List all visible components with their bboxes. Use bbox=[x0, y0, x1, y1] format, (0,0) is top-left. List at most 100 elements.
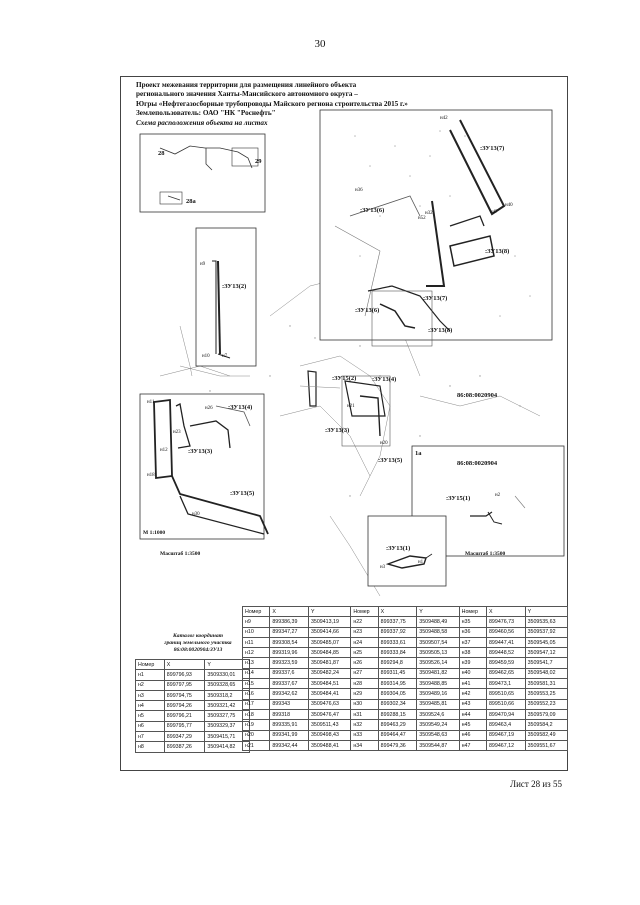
table-cell: н42 bbox=[458, 688, 487, 700]
detail-inset-bottom-left bbox=[139, 393, 265, 540]
column-header: Номер bbox=[135, 658, 165, 671]
table-cell: н29 bbox=[350, 688, 379, 700]
table-cell: 899337,67 bbox=[269, 678, 309, 690]
table-cell: н38 bbox=[458, 647, 487, 659]
table-cell: н12 bbox=[241, 647, 271, 659]
table-cell: 3509488,49 bbox=[416, 616, 460, 628]
parcel-label-zu13-5: :ЗУ13(5) bbox=[378, 457, 403, 464]
table-cell: 3509511,43 bbox=[307, 719, 352, 731]
table-cell: 899464,47 bbox=[377, 729, 418, 741]
table-cell: н22 bbox=[350, 616, 379, 628]
table-cell: 3509526,14 bbox=[416, 657, 460, 669]
table-cell: 3509485,07 bbox=[307, 636, 352, 649]
column-header: Номер bbox=[350, 605, 379, 618]
map-sheet-frame bbox=[120, 76, 568, 771]
table-cell: 3509547,12 bbox=[524, 647, 569, 659]
sheet-counter: Лист 28 из 55 bbox=[510, 779, 562, 789]
table-cell: 899447,41 bbox=[485, 636, 526, 649]
table-cell: 3509482,24 bbox=[307, 667, 352, 680]
terrain-dots bbox=[209, 305, 521, 537]
table-cell: н31 bbox=[350, 708, 379, 721]
table-cell: 3509548,02 bbox=[524, 667, 569, 680]
table-cell: н10 bbox=[241, 626, 271, 638]
parcel-label-zu13-4-inset: :ЗУ13(4) bbox=[228, 404, 253, 411]
sheet-title: Проект межевания территории для размещен… bbox=[136, 81, 426, 128]
table-cell: 899387,26 bbox=[163, 741, 206, 753]
table-cell: 899318 bbox=[269, 708, 309, 721]
parcel-label-zu15-2: :ЗУ15(2) bbox=[332, 375, 357, 382]
table-cell: н32 bbox=[350, 719, 379, 731]
table-cell: 3509582,49 bbox=[524, 729, 569, 741]
table-cell: 899796,93 bbox=[163, 669, 206, 681]
key-map-label-29: 29 bbox=[255, 158, 262, 165]
table-cell: 899294,8 bbox=[377, 657, 418, 669]
table-cell: н3 bbox=[135, 689, 165, 702]
table-cell: 899795,77 bbox=[163, 720, 206, 733]
table-cell: 3509481,87 bbox=[307, 657, 352, 669]
table-cell: н7 bbox=[135, 731, 165, 743]
table-cell: 899335,91 bbox=[269, 719, 309, 731]
table-cell: 899302,34 bbox=[377, 698, 418, 710]
table-cell: 3509535,63 bbox=[524, 616, 569, 628]
table-cell: н4 bbox=[135, 700, 165, 712]
catalog-title-line-3: 86:08:0020904:ЗУ13 bbox=[173, 647, 223, 653]
table-cell: 899337,92 bbox=[377, 626, 418, 638]
parcel-label-zu13-6-inset: :ЗУ13(6) bbox=[360, 207, 385, 214]
table-cell: 3509489,16 bbox=[416, 688, 460, 700]
table-cell: 3509498,43 bbox=[307, 729, 352, 741]
key-map-label-28a: 28а bbox=[186, 198, 196, 205]
table-cell: 899467,12 bbox=[485, 739, 526, 752]
table-cell: 3509553,25 bbox=[524, 688, 569, 700]
table-cell: 899319,96 bbox=[269, 647, 309, 659]
table-cell: н39 bbox=[458, 657, 487, 669]
parcel-label-zu13-4: :ЗУ13(4) bbox=[372, 376, 397, 383]
table-cell: н34 bbox=[350, 739, 379, 752]
table-cell: 3509551,67 bbox=[524, 739, 569, 752]
parcel-label-zu13-2: :ЗУ13(2) bbox=[222, 283, 247, 290]
column-header: X bbox=[485, 605, 526, 618]
key-map-label-28: 28 bbox=[158, 150, 165, 157]
table-cell: 899337,6 bbox=[269, 667, 309, 680]
column-header: Номер bbox=[458, 605, 487, 618]
table-cell: н25 bbox=[350, 647, 379, 659]
table-cell: 3509541,7 bbox=[524, 657, 569, 669]
table-cell: 899476,73 bbox=[485, 616, 526, 628]
table-cell: 899304,05 bbox=[377, 688, 418, 700]
column-header: Y bbox=[307, 605, 352, 618]
column-header: X bbox=[377, 605, 418, 618]
table-cell: 899343 bbox=[269, 698, 309, 710]
cadastral-number-main: 86:08:0020904 bbox=[457, 392, 498, 399]
key-map-inset bbox=[139, 133, 266, 213]
scheme-caption: Схема расположения объекта на листах bbox=[136, 118, 268, 127]
table-cell: 899342,44 bbox=[269, 739, 309, 752]
catalog-title: Каталог координат границ земельного учас… bbox=[148, 633, 248, 654]
table-cell: н43 bbox=[458, 698, 487, 710]
table-cell: 899347,29 bbox=[163, 731, 206, 743]
table-cell: 899333,84 bbox=[377, 647, 418, 659]
table-cell: 3509524,6 bbox=[416, 708, 460, 721]
title-line-3: Югры «Нефтегазосборные трубопроводы Майс… bbox=[136, 99, 408, 108]
table-cell: 3509488,85 bbox=[416, 678, 460, 690]
table-cell: 899460,56 bbox=[485, 626, 526, 638]
table-cell: н36 bbox=[458, 626, 487, 638]
table-cell: 899462,65 bbox=[485, 667, 526, 680]
table-cell: н5 bbox=[135, 710, 165, 722]
table-cell: 899337,75 bbox=[377, 616, 418, 628]
table-cell: н41 bbox=[458, 678, 487, 690]
table-cell: н28 bbox=[350, 678, 379, 690]
table-cell: 899314,95 bbox=[377, 678, 418, 690]
